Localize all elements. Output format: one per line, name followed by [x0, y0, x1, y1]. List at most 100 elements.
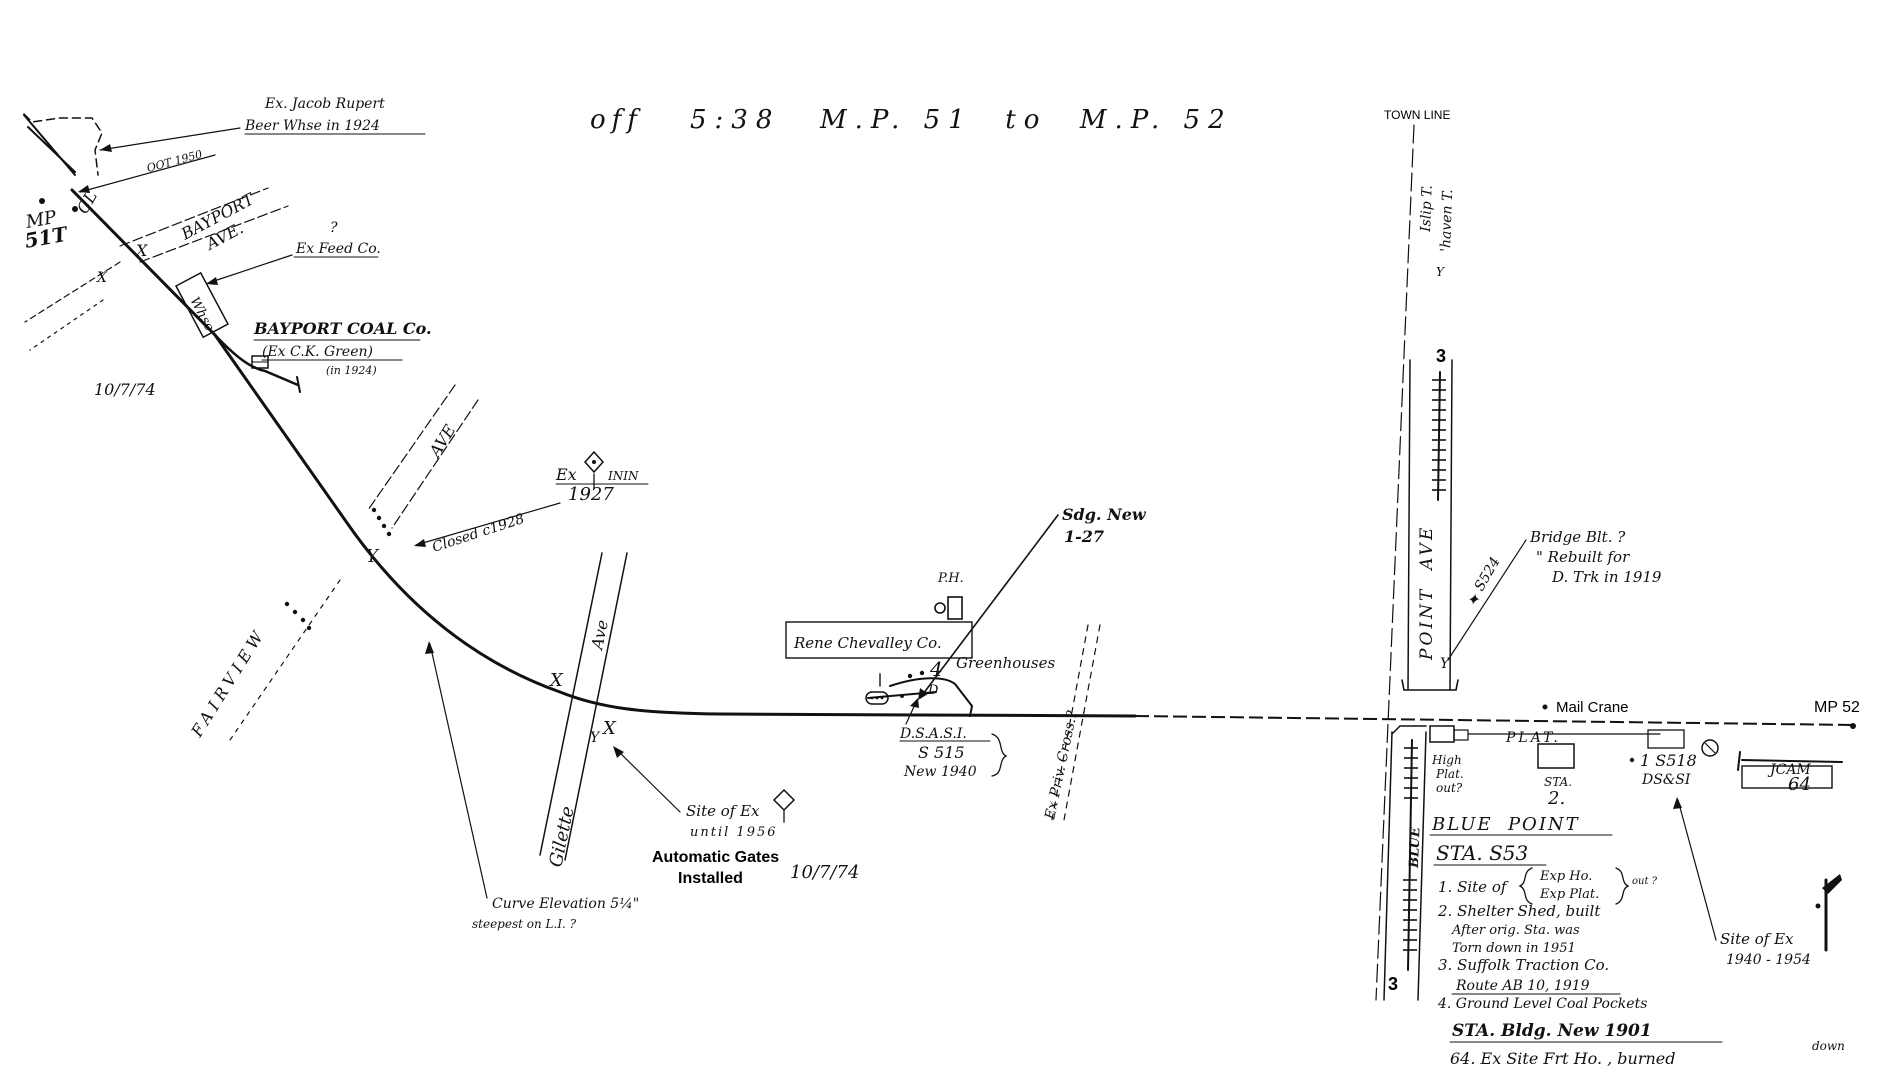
main-track-dashed — [1134, 715, 1856, 726]
s518-sublabel: DS&SI — [1641, 772, 1691, 788]
crossing-x-bayport: X — [134, 241, 148, 260]
priv-cross-line-2 — [1063, 624, 1101, 821]
sdg-new-year: 1-27 — [1064, 527, 1104, 546]
bridge-arrow — [1447, 539, 1527, 661]
legend-item-64-down: down — [1812, 1039, 1845, 1053]
bayport-ave-line-2 — [139, 205, 289, 263]
bridge-note-3: D. Trk in 1919 — [1551, 568, 1662, 586]
curve-arrowhead — [425, 641, 434, 654]
siding-end-dot — [900, 694, 904, 698]
jcam-track — [1741, 759, 1843, 763]
trolley-track-top — [1437, 371, 1441, 501]
dashed-property-line — [23, 113, 103, 176]
main-track — [70, 188, 1137, 718]
crossing-x-gilette-2: X — [601, 718, 617, 739]
crossing-x-gilette-1: X — [548, 670, 564, 691]
shelter-building — [1647, 729, 1685, 749]
ave-upper-line-2 — [391, 399, 479, 529]
haven-town-label: 'haven T. — [1438, 189, 1456, 252]
high-plat-note: High — [1431, 753, 1462, 767]
milepost-52-label: MP 52 — [1814, 699, 1860, 716]
gilette-label: Gilette — [545, 804, 578, 869]
high-platform — [1429, 725, 1455, 743]
site-ex-2-arrowhead — [1673, 797, 1682, 809]
crossing-dot — [386, 531, 392, 537]
blue-ave-platform-corner — [1391, 725, 1427, 735]
site-ex-note: Site of Ex — [686, 802, 760, 820]
ph-building — [947, 596, 963, 620]
town-line-label: TOWN LINE — [1384, 108, 1450, 122]
town-line — [1375, 124, 1415, 1001]
route-3-bottom: 3 — [1388, 974, 1398, 994]
crossing-dot — [284, 601, 290, 607]
station-2-number: 2. — [1547, 788, 1565, 809]
curve-elevation-note: Curve Elevation 5¼" — [492, 896, 639, 912]
signal-head-dot — [1815, 903, 1821, 909]
jacob-rupert-note: Ex. Jacob Rupert — [264, 96, 385, 112]
legend-title: BLUE POINT — [1431, 814, 1580, 835]
milepost-51-marker-2 — [72, 206, 78, 212]
mail-crane-marker — [1542, 704, 1548, 710]
crossing-dot — [381, 523, 387, 529]
legend-item-1-brace-close — [1615, 867, 1630, 905]
dsasi-brace — [991, 733, 1008, 777]
ave-upper-line-1 — [367, 384, 456, 511]
sdg-new-line — [919, 514, 1059, 699]
jacob-rupert-arrow — [99, 127, 241, 151]
milepost-52-marker — [1850, 723, 1856, 729]
oot-arrowhead — [78, 185, 90, 193]
signal-circle-slash — [1704, 742, 1716, 754]
high-plat-note-3: out? — [1436, 781, 1463, 795]
oot-arrow — [79, 154, 216, 193]
bayport-ave-line-1 — [119, 187, 269, 247]
s518-label: 1 S518 — [1640, 751, 1697, 770]
dsasi-number: S 515 — [918, 743, 965, 762]
greenhouses-label: Greenhouses — [956, 654, 1055, 672]
legend-item-64: 64. Ex Site Frt Ho. , burned — [1450, 1049, 1676, 1068]
header-offset-number: 5:38 — [690, 105, 780, 135]
upper-left-track — [23, 114, 76, 176]
point-ave-line-2 — [1449, 359, 1453, 691]
siding-dot — [919, 670, 925, 676]
signal-diamond-site — [772, 788, 796, 812]
jcam-box — [1741, 765, 1833, 789]
trolley-ties-top — [1432, 379, 1446, 491]
gilette-ave-line-1 — [539, 552, 603, 856]
bayport-coal-siding — [213, 333, 300, 387]
legend-item-1: 1. Site of — [1438, 878, 1509, 896]
point-ave-line-1 — [1407, 359, 1411, 691]
fairview-label: FAIRVIEW — [187, 624, 270, 741]
site-ex-arrowhead — [613, 746, 624, 758]
ex-feed-note: Ex Feed Co. — [295, 241, 381, 257]
legend-item-1-brace-open — [1518, 867, 1533, 905]
site-ex-2-arrow — [1677, 799, 1717, 941]
rene-chevalley-box — [785, 621, 973, 659]
siding-end-box — [865, 691, 889, 705]
closed-arrowhead — [414, 539, 426, 547]
legend-item-1-out: out ? — [1632, 876, 1658, 887]
site-ex-2-years: 1940 - 1954 — [1726, 952, 1811, 968]
high-plat-note-2: Plat. — [1435, 767, 1464, 781]
signal-circle — [1701, 739, 1719, 757]
signal-diamond-inin — [583, 450, 605, 474]
siding-d-mark: D — [927, 683, 939, 698]
legend-item-2: 2. Shelter Shed, built — [1437, 902, 1601, 920]
bridge-y-mark: Y — [1440, 656, 1451, 672]
date-bottom: 10/7/74 — [790, 862, 859, 883]
automatic-gates-note: Automatic Gates — [652, 849, 779, 866]
legend-item-3: 3. Suffolk Traction Co. — [1438, 956, 1609, 974]
legend-item-4: 4. Ground Level Coal Pockets — [1437, 996, 1647, 1012]
fairview-line — [229, 579, 341, 741]
legend-station: STA. S53 — [1436, 841, 1528, 865]
siding-end-dot — [875, 696, 879, 700]
crossing-y-gilette: Y — [590, 730, 601, 746]
closed-1928-note: Closed c1928 — [430, 511, 526, 556]
route-3-top: 3 — [1436, 346, 1446, 366]
siding-number-4: 4 — [929, 657, 943, 681]
header-milepost-range: M.P. 51 to M.P. 52 — [819, 105, 1233, 135]
ave-upper-label: AVE — [424, 421, 459, 462]
jcam-bumper — [1737, 751, 1741, 771]
islip-town-label: Islip T. — [1418, 185, 1436, 233]
blue-ave-line-2 — [1417, 731, 1427, 1001]
ex-feed-question: ? — [330, 220, 338, 236]
